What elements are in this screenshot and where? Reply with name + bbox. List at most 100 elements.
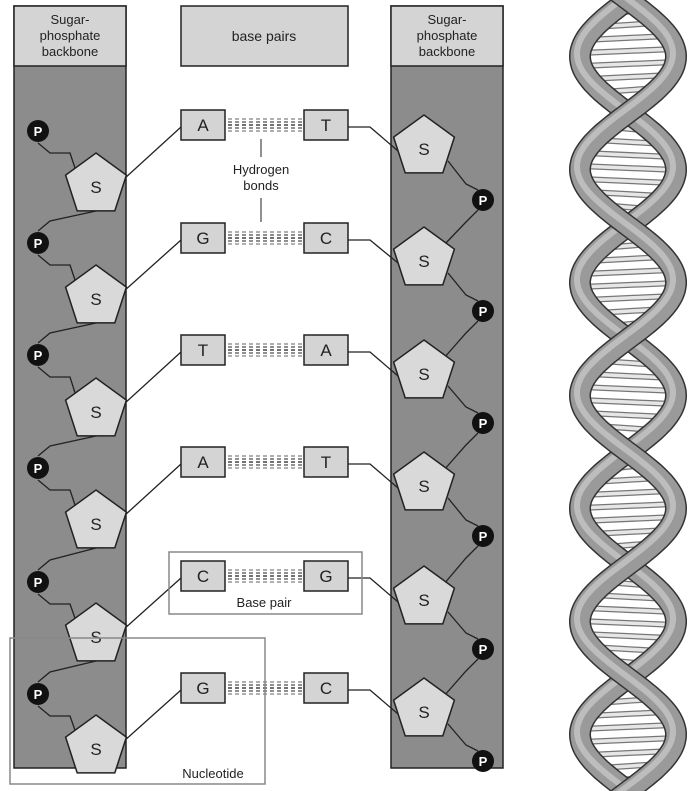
helix-rung: [578, 398, 677, 406]
right-sugar-pentagon: [392, 339, 456, 399]
left-phosphate-letter: P: [34, 348, 43, 363]
helix-rung: [579, 736, 678, 744]
right-sugar-pentagon: [392, 677, 456, 737]
right-sugar-phosphate-link: [447, 723, 479, 752]
hydrogen-bonds-annotation: Hydrogen bonds: [233, 139, 289, 222]
right-sugar-base-link: [348, 239, 399, 264]
left-base-letter: G: [196, 679, 209, 698]
helix-rung: [581, 489, 673, 497]
right-sugar-letter: S: [418, 365, 429, 384]
helix-rung: [578, 619, 678, 627]
left-sugar-pentagon: [64, 714, 128, 774]
helix-rung: [579, 385, 678, 393]
left-backbone-link: [37, 210, 97, 232]
right-sugar-pentagon: [392, 451, 456, 511]
right-backbone-label-line1: Sugar-: [427, 12, 466, 27]
left-base-box: [180, 222, 226, 254]
right-backbone-link: [443, 320, 479, 359]
left-sugar-pentagon: [64, 489, 128, 549]
left-phosphate-letter: P: [34, 236, 43, 251]
right-sugar-pentagon: [392, 565, 456, 625]
right-sugar-phosphate-link: [447, 385, 479, 414]
right-sugar-base-link: [348, 126, 399, 152]
helix-rung: [578, 502, 678, 510]
right-phosphate-letter: P: [479, 304, 488, 319]
helix-rung: [581, 515, 677, 523]
left-backbone-label-line1: Sugar-: [50, 12, 89, 27]
left-phosphate-circle: [27, 683, 49, 705]
right-base-letter: T: [321, 453, 331, 472]
helix-rung: [579, 60, 678, 68]
left-backbone-link: [37, 322, 97, 344]
left-base-letter: T: [198, 341, 208, 360]
left-sugar-base-link: [123, 126, 182, 180]
right-base-box: [303, 109, 349, 141]
right-base-letter: T: [321, 116, 331, 135]
right-phosphate-circle: [472, 189, 494, 211]
base-pair-label: Base pair: [237, 595, 293, 610]
helix-rung: [579, 177, 675, 185]
left-base-box: [180, 109, 226, 141]
base-pairs-header-box: [180, 5, 349, 67]
helix-rung: [579, 268, 675, 276]
right-phosphate-circle: [472, 525, 494, 547]
left-base-letter: A: [197, 453, 209, 472]
left-base-box: [180, 446, 226, 478]
right-base-letter: A: [320, 341, 332, 360]
left-sugar-base-link: [123, 351, 182, 405]
left-base-letter: C: [197, 567, 209, 586]
nucleotide-highlight-box: [9, 637, 266, 785]
left-backbone-header-box: [13, 5, 127, 67]
right-phosphate-circle: [472, 750, 494, 772]
right-sugar-base-link: [348, 463, 399, 489]
helix-rung: [581, 632, 673, 640]
helix-rung: [578, 164, 678, 172]
left-sugar-pentagon: [64, 264, 128, 324]
left-backbone-label-line2: phosphate: [40, 28, 101, 43]
right-backbone-link: [443, 545, 479, 585]
right-phosphate-circle: [472, 638, 494, 660]
right-base-box: [303, 446, 349, 478]
right-base-box: [303, 334, 349, 366]
left-phosphate-sugar-link: [37, 366, 77, 397]
left-sugar-pentagon: [64, 152, 128, 212]
right-base-letter: C: [320, 679, 332, 698]
helix-rung: [578, 47, 677, 55]
double-helix-illustration: [568, 0, 688, 791]
left-phosphate-letter: P: [34, 461, 43, 476]
nucleotide-label: Nucleotide: [182, 766, 243, 781]
right-sugar-phosphate-link: [447, 611, 479, 640]
left-phosphate-sugar-link: [37, 254, 77, 284]
left-phosphate-letter: P: [34, 124, 43, 139]
helix-strand-front-highlight: [573, 0, 677, 791]
left-phosphate-circle: [27, 344, 49, 366]
right-base-box: [303, 222, 349, 254]
right-backbone-label-line3: backbone: [419, 44, 475, 59]
nucleotide-annotation: Nucleotide: [9, 637, 266, 785]
left-phosphate-circle: [27, 120, 49, 142]
right-phosphate-letter: P: [479, 642, 488, 657]
left-backbone-link: [37, 660, 97, 683]
left-backbone-link: [37, 435, 97, 457]
right-phosphate-letter: P: [479, 193, 488, 208]
left-backbone-label-line3: backbone: [42, 44, 98, 59]
right-sugar-letter: S: [418, 703, 429, 722]
right-phosphate-letter: P: [479, 529, 488, 544]
right-sugar-pentagon: [392, 114, 456, 174]
helix-strand-front: [570, 0, 686, 791]
left-sugar-base-link: [123, 577, 182, 630]
right-backbone-label-line2: phosphate: [417, 28, 478, 43]
helix-rung: [578, 281, 678, 289]
left-phosphate-sugar-link: [37, 705, 77, 734]
right-phosphate-letter: P: [479, 754, 488, 769]
right-base-letter: C: [320, 229, 332, 248]
base-pair-highlight-box: [168, 551, 363, 615]
right-base-box: [303, 672, 349, 704]
hydrogen-bonds-label-line1: Hydrogen: [233, 162, 289, 177]
base-pairs-header-label: base pairs: [232, 28, 297, 44]
base-pair-annotation: Base pair: [168, 551, 363, 615]
